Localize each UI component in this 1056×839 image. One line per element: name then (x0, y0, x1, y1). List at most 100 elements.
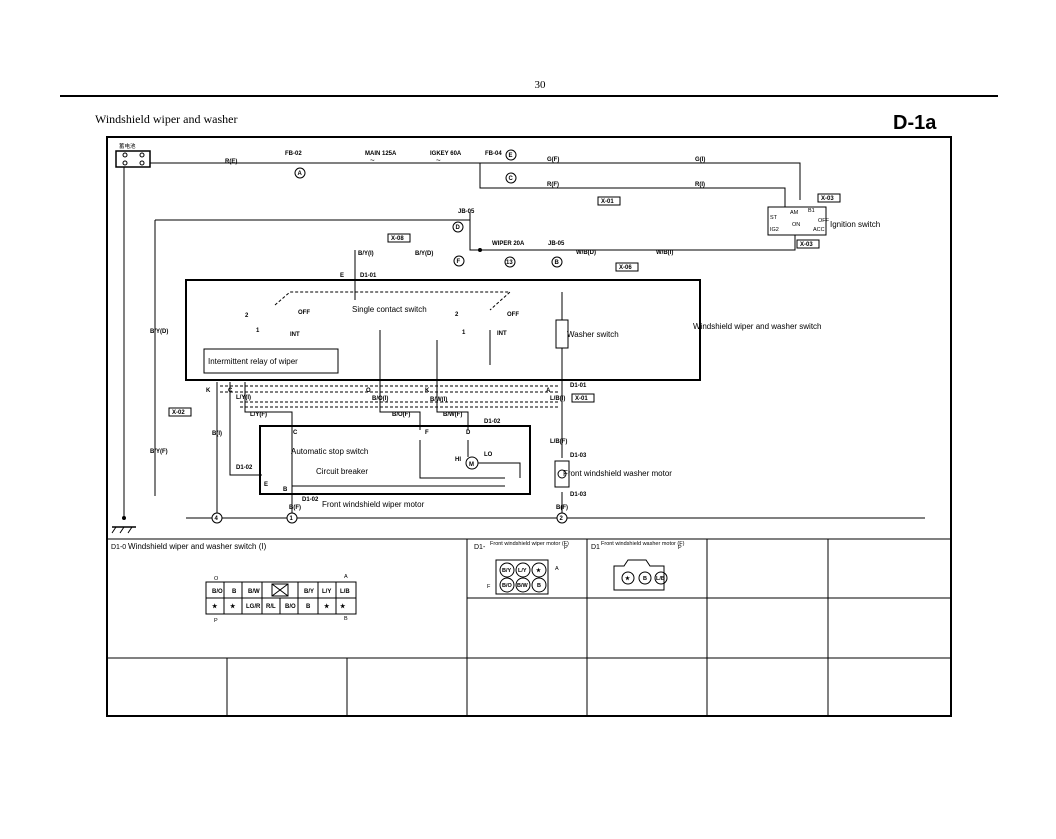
connector-d102c: D1-02 (302, 497, 319, 503)
pin-c: C (228, 388, 233, 394)
connector-d103b: D1-03 (570, 492, 587, 498)
fuse-main-symbol: ~ (370, 156, 375, 165)
fuse-wiper: WIPER 20A (492, 241, 525, 247)
connector-d101: D1-01 (360, 273, 377, 279)
cell3-suffix: P (678, 545, 682, 551)
page-title: Windshield wiper and washer (95, 112, 237, 126)
cell1-r2-0: ★ (212, 603, 218, 610)
wire-wbd: W/B(D) (576, 250, 596, 256)
front-washer-motor-label: Front windshield washer motor (563, 469, 672, 478)
pin-e-top: E (340, 273, 344, 279)
cell1-r2-3: R/L (266, 604, 276, 610)
pin-o: O (366, 388, 371, 394)
wire-wbi: W/B(I) (656, 250, 673, 256)
diagram-code: D-1a (893, 112, 937, 134)
diagram-frame (106, 136, 952, 717)
connector-x03a: X-03 (821, 196, 834, 202)
cell1-r2-1: ★ (230, 603, 236, 610)
wire-bf1: B(F) (289, 505, 301, 511)
pin-2: 2 (245, 313, 249, 319)
circle-b: B (555, 260, 560, 266)
ignition-switch-label: Ignition switch (830, 220, 880, 229)
wiper-motor-block: C F D Automatic stop switch Circuit brea… (236, 425, 531, 511)
cell1-r2-6: ★ (324, 603, 330, 610)
washer-motor: L/B(F) D1-03 Front windshield washer mot… (550, 439, 672, 511)
connector-cell-2: D1- Front windshield wiper motor (F) P A… (474, 541, 569, 595)
pin-2b: 2 (455, 312, 459, 318)
connector-d101b: D1-01 (570, 383, 587, 389)
wiper-washer-switch-label: Windshield wiper and washer switch (693, 322, 822, 331)
connector-cell-3: D1 Front windshield washer motor (F) P ★… (591, 541, 685, 591)
wire-bwf: B/W(F) (443, 412, 462, 418)
fuse-fb04: FB-04 (485, 151, 502, 157)
wire-lbi: L/B(I) (550, 396, 565, 402)
ign-on: ON (792, 222, 800, 228)
fuse-igkey-symbol: ~ (436, 156, 441, 165)
cell2-r1-2: ★ (536, 567, 542, 574)
wire-boi: B/O(I) (372, 396, 388, 402)
wire-gf: G(F) (547, 157, 559, 163)
wire-gi: G(I) (695, 157, 705, 163)
cell1-pin-o: O (214, 576, 219, 582)
pin-1b: 1 (462, 330, 466, 336)
circuit-breaker-label: Circuit breaker (316, 467, 368, 476)
motor-m-symbol: M (469, 462, 474, 468)
cell2-pin-f: F (487, 584, 491, 590)
cell2-r1-0: B/Y (502, 568, 512, 574)
cell1-r2-5: B (306, 604, 311, 610)
page-number: 30 (535, 79, 547, 91)
connector-d102a: D1-02 (484, 419, 501, 425)
intermittent-relay-label: Intermittent relay of wiper (208, 357, 298, 366)
pin-k2: K (425, 388, 430, 394)
pin-off-2: OFF (507, 312, 519, 318)
ignition-switch: X-03 X-03 ST IG2 AM ON B1 ACC OFF Igniti… (767, 193, 880, 249)
ground-2: 2 (560, 516, 564, 522)
connector-x01a: X-01 (601, 199, 614, 205)
connector-x01b: X-01 (575, 396, 588, 402)
washer-switch-label: Washer switch (567, 330, 619, 339)
connector-d103a: D1-03 (570, 453, 587, 459)
fuse-fb02: FB-02 (285, 151, 302, 157)
cell2-code: D1- (474, 544, 486, 551)
cell1-r1-4: B/Y (304, 589, 314, 595)
cell1-r2-2: LG/R (246, 604, 261, 610)
circle-d: D (456, 225, 461, 231)
ground-4: 4 (215, 516, 219, 522)
ign-st: ST (770, 215, 778, 221)
connector-x06: X-06 (619, 265, 632, 271)
pin-c2: C (293, 430, 298, 436)
connector-cell-1: D1-0 Windshield wiper and washer switch … (111, 542, 357, 624)
cell3-title: Front windshield washer motor (F) (601, 541, 685, 547)
cell2-r2-2: B (537, 583, 541, 589)
cell3-r-0: ★ (625, 575, 631, 582)
cell1-pin-b: B (344, 616, 348, 622)
pin-int-1: INT (290, 332, 300, 338)
fuse-jb05-top: JB-05 (458, 209, 475, 215)
cell1-pin-p: P (214, 618, 218, 624)
bus-labels: K C L/Y(I) O B/O(I) K B/W(I) A D1-01 L/B… (150, 329, 595, 455)
ign-ig2: IG2 (770, 227, 779, 233)
connector-x02: X-02 (172, 410, 185, 416)
cell2-title: Front windshield wiper motor (F) (490, 541, 569, 547)
circle-a: A (298, 171, 303, 177)
pin-int-2: INT (497, 331, 507, 337)
cell1-r1-0: B/O (212, 589, 223, 595)
cell3-code: D1 (591, 544, 600, 551)
wire-bf2: B(F) (556, 505, 568, 511)
connector-x08: X-08 (391, 236, 404, 242)
pin-d: D (466, 430, 471, 436)
pin-a: A (546, 388, 551, 394)
ground-points: 4 1 2 (111, 512, 568, 534)
wire-byd-top: B/Y(D) (415, 251, 433, 257)
auto-stop-switch-label: Automatic stop switch (291, 447, 368, 456)
connector-x03b: X-03 (800, 242, 813, 248)
wire-lyi: L/Y(I) (236, 395, 251, 401)
circle-c: C (509, 176, 514, 182)
wire-bi: B(I) (212, 431, 222, 437)
battery-label: 蓄电池 (119, 142, 136, 150)
cell2-pin-a: A (555, 566, 559, 572)
cell1-code: D1-0 (111, 544, 126, 551)
pin-off-1: OFF (298, 310, 310, 316)
cell2-r2-0: B/O (502, 583, 513, 589)
